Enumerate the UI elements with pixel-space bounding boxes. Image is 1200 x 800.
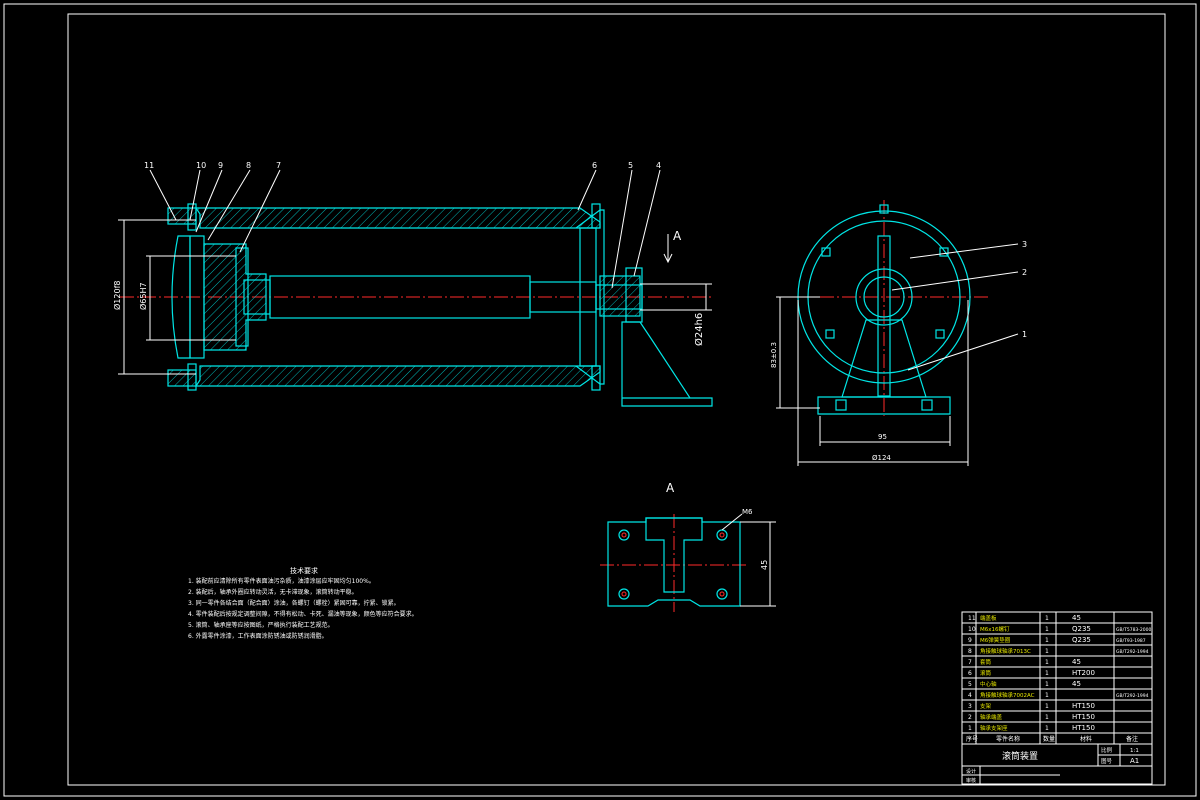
bom-name: 端盖板 bbox=[980, 614, 997, 622]
bom-header-std: 备注 bbox=[1126, 735, 1138, 743]
dim-view-a-height: 45 bbox=[760, 560, 769, 570]
bom-qty: 1 bbox=[1045, 626, 1049, 633]
bom-name: 轴承端盖 bbox=[980, 713, 1003, 721]
inner-border bbox=[67, 13, 1166, 786]
bom-header-material: 材料 bbox=[1080, 735, 1092, 743]
side-view bbox=[776, 200, 1019, 466]
bom-qty: 1 bbox=[1045, 659, 1049, 666]
bom-material: HT150 bbox=[1072, 702, 1095, 710]
bom-name: 轴承支架座 bbox=[980, 724, 1008, 732]
bom-no: 2 bbox=[968, 714, 972, 721]
callout-4: 4 bbox=[656, 161, 661, 170]
callout-5: 5 bbox=[628, 161, 633, 170]
bom-material: 45 bbox=[1072, 680, 1081, 688]
bom-qty: 1 bbox=[1045, 670, 1049, 677]
bom-material: Q235 bbox=[1072, 625, 1091, 633]
checker-label: 审核 bbox=[966, 777, 976, 784]
bom-no: 10 bbox=[968, 626, 976, 633]
bom-qty: 1 bbox=[1045, 725, 1049, 732]
bom-name: M6x16螺钉 bbox=[980, 625, 1010, 633]
roller-section-view bbox=[118, 203, 713, 407]
callout-1: 1 bbox=[1022, 330, 1027, 339]
bom-name: 套筒 bbox=[980, 658, 992, 666]
view-a bbox=[600, 513, 776, 612]
bom-header-name: 零件名称 bbox=[996, 735, 1020, 743]
bom-material: Q235 bbox=[1072, 636, 1091, 644]
dim-base-width: 95 bbox=[878, 433, 887, 441]
bom-no: 5 bbox=[968, 681, 972, 688]
callout-11: 11 bbox=[144, 161, 154, 170]
sheet-value: A1 bbox=[1130, 757, 1139, 765]
callout-8: 8 bbox=[246, 161, 251, 170]
bom-no: 9 bbox=[968, 637, 972, 644]
bom-header-qty: 数量 bbox=[1043, 735, 1055, 743]
scale-label: 比例 bbox=[1101, 746, 1113, 754]
callout-10: 10 bbox=[196, 161, 206, 170]
view-a-title: A bbox=[666, 481, 675, 495]
callout-leaders bbox=[149, 169, 661, 289]
notes-line: 1. 装配前应清除所有零件表面油污杂质，油漆涂层应牢固均匀100%。 bbox=[188, 577, 375, 585]
bom-name: 滚筒 bbox=[980, 669, 992, 677]
bom-name: 中心轴 bbox=[980, 680, 997, 688]
bom-qty: 1 bbox=[1045, 615, 1049, 622]
callout-7: 7 bbox=[276, 161, 281, 170]
designer-label: 设计 bbox=[966, 768, 976, 775]
dim-shaft-dia: Ø24h6 bbox=[693, 313, 705, 346]
view-a-arrow-label: A bbox=[673, 229, 682, 243]
callout-3: 3 bbox=[1022, 240, 1027, 249]
bom-qty: 1 bbox=[1045, 681, 1049, 688]
bom-header-no: 序号 bbox=[966, 735, 978, 743]
bom-material: HT200 bbox=[1072, 669, 1095, 677]
dim-roller-dia: Ø120f8 bbox=[112, 281, 122, 310]
callout-9: 9 bbox=[218, 161, 223, 170]
dim-thread: M6 bbox=[742, 508, 753, 516]
bom-std: GB/T5783-2000 bbox=[1116, 627, 1152, 633]
bom-material: HT150 bbox=[1072, 713, 1095, 721]
bom-qty: 1 bbox=[1045, 648, 1049, 655]
notes-line: 6. 外露零件涂漆，工作表面涂防锈油或防锈润滑脂。 bbox=[188, 632, 328, 640]
notes-line: 5. 滚筒、轴承座等应按图纸，严格执行装配工艺规范。 bbox=[188, 621, 334, 629]
dim-bore-dia: Ø65H7 bbox=[138, 282, 148, 310]
bom-material: HT150 bbox=[1072, 724, 1095, 732]
bom-name: 角接触球轴承7002AC bbox=[980, 691, 1035, 699]
dim-center-height: 83±0.3 bbox=[770, 342, 778, 368]
bom-no: 6 bbox=[968, 670, 972, 677]
notes-line: 2. 装配后，轴承外圈应转动灵活，无卡滞现象，滚筒转动平稳。 bbox=[188, 588, 358, 596]
sheet-label: 图号 bbox=[1101, 757, 1113, 765]
bom-material: 45 bbox=[1072, 658, 1081, 666]
bom-name: M6弹簧垫圈 bbox=[980, 636, 1011, 644]
dim-base-overall: Ø124 bbox=[872, 454, 891, 462]
bom-std: GB/T292-1994 bbox=[1116, 693, 1149, 699]
bom-no: 11 bbox=[968, 615, 976, 622]
bom-no: 3 bbox=[968, 703, 972, 710]
bom-no: 1 bbox=[968, 725, 972, 732]
bom-qty: 1 bbox=[1045, 703, 1049, 710]
bom-material: 45 bbox=[1072, 614, 1081, 622]
scale-value: 1:1 bbox=[1130, 748, 1139, 754]
bom-qty: 1 bbox=[1045, 692, 1049, 699]
drawing-name: 滚筒装置 bbox=[1002, 750, 1038, 762]
bom-no: 7 bbox=[968, 659, 972, 666]
callout-6: 6 bbox=[592, 161, 597, 170]
notes-line: 3. 同一零件各结合面（配合面）涂油，各螺钉（螺栓）紧固可靠，拧紧、锁紧。 bbox=[188, 599, 400, 607]
bom-std: GB/T292-1994 bbox=[1116, 649, 1149, 655]
bom-qty: 1 bbox=[1045, 714, 1049, 721]
bom-table-grid bbox=[961, 611, 1153, 785]
bom-no: 8 bbox=[968, 648, 972, 655]
bom-no: 4 bbox=[968, 692, 972, 699]
callout-2: 2 bbox=[1022, 268, 1027, 277]
bom-std: GB/T93-1987 bbox=[1116, 638, 1146, 644]
notes-line: 4. 零件装配后按规定调整间隙，不得有松动、卡死、漏油等现象，颜色等应符合要求。 bbox=[188, 610, 418, 618]
notes-title: 技术要求 bbox=[290, 566, 318, 575]
bom-name: 支架 bbox=[980, 702, 992, 710]
bom-name: 角接触球轴承7013C bbox=[980, 647, 1031, 655]
outer-border bbox=[3, 3, 1197, 797]
bom-qty: 1 bbox=[1045, 637, 1049, 644]
